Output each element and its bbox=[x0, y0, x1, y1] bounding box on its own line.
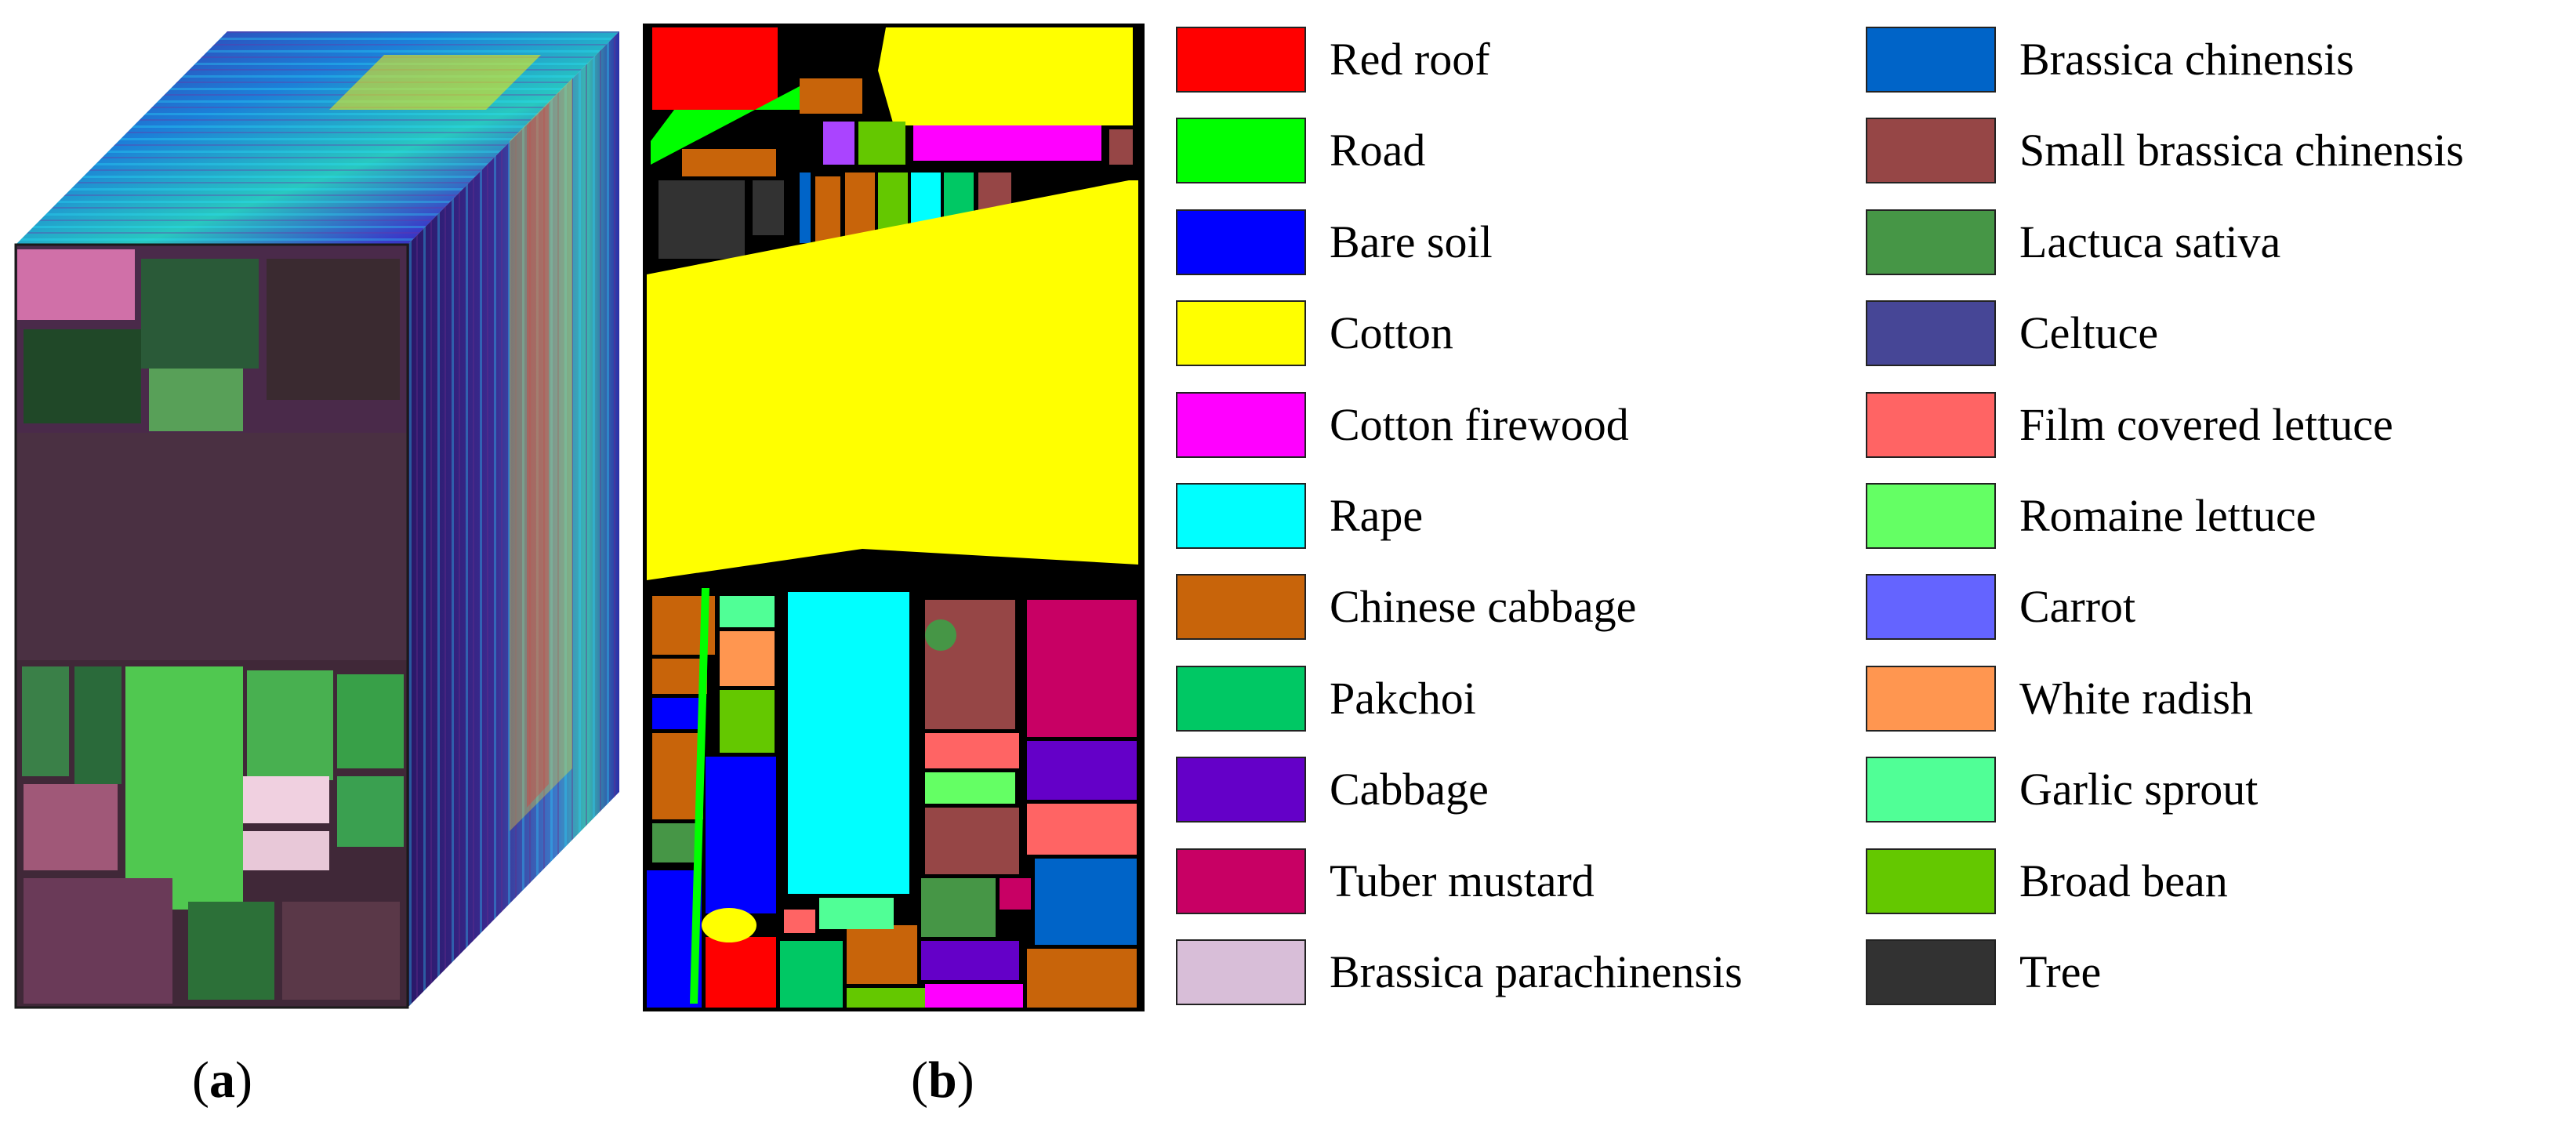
legend-swatch bbox=[1176, 574, 1306, 640]
legend-swatch bbox=[1866, 209, 1996, 275]
legend-label: Bare soil bbox=[1330, 216, 1493, 267]
legend-label: Red roof bbox=[1330, 34, 1490, 85]
cube-front-face bbox=[16, 245, 408, 1008]
legend-swatch bbox=[1176, 757, 1306, 823]
legend-swatch bbox=[1176, 392, 1306, 458]
panel-a-label: (a) bbox=[192, 1051, 252, 1109]
legend-swatch bbox=[1176, 666, 1306, 732]
legend-label: Brassica parachinensis bbox=[1330, 946, 1743, 997]
legend-label: Lactuca sativa bbox=[2019, 216, 2281, 267]
legend-swatch bbox=[1176, 118, 1306, 183]
legend-label: Cotton bbox=[1330, 307, 1453, 358]
legend-label: Carrot bbox=[2019, 581, 2136, 632]
ground-truth-map bbox=[643, 24, 1145, 1011]
legend-swatch bbox=[1176, 209, 1306, 275]
legend-label: Cabbage bbox=[1330, 764, 1489, 815]
region-red-roof bbox=[652, 27, 778, 110]
legend-swatch bbox=[1866, 27, 1996, 93]
legend-swatch bbox=[1866, 483, 1996, 549]
legend-swatch bbox=[1176, 848, 1306, 914]
legend-label: Celtuce bbox=[2019, 307, 2159, 358]
legend-label: Film covered lettuce bbox=[2019, 399, 2393, 450]
legend-swatch bbox=[1176, 27, 1306, 93]
legend-label: Road bbox=[1330, 125, 1426, 176]
legend-swatch bbox=[1866, 666, 1996, 732]
legend-label: Garlic sprout bbox=[2019, 764, 2259, 815]
hyperspectral-cube bbox=[14, 31, 619, 1009]
legend-label: Brassica chinensis bbox=[2019, 34, 2354, 85]
legend-swatch bbox=[1866, 574, 1996, 640]
legend-label: Broad bean bbox=[2019, 855, 2228, 906]
legend-swatch bbox=[1176, 939, 1306, 1005]
legend-swatch bbox=[1866, 300, 1996, 366]
legend-label: Tree bbox=[2019, 946, 2102, 997]
legend-swatch bbox=[1866, 757, 1996, 823]
legend-label: Chinese cabbage bbox=[1330, 581, 1637, 632]
legend-swatch bbox=[1866, 392, 1996, 458]
legend-swatch bbox=[1176, 300, 1306, 366]
legend-label: White radish bbox=[2019, 673, 2253, 724]
legend-label: Cotton firewood bbox=[1330, 399, 1629, 450]
region-cotton bbox=[647, 180, 1138, 580]
legend-swatch bbox=[1866, 939, 1996, 1005]
legend-label: Pakchoi bbox=[1330, 673, 1476, 724]
legend-label: Rape bbox=[1330, 490, 1424, 541]
legend-swatch bbox=[1176, 483, 1306, 549]
legend-label: Tuber mustard bbox=[1330, 855, 1595, 906]
legend-label: Small brassica chinensis bbox=[2019, 125, 2465, 176]
legend-swatch bbox=[1866, 848, 1996, 914]
panel-b-label: (b) bbox=[911, 1051, 974, 1109]
region-rape bbox=[788, 592, 909, 894]
legend-swatch bbox=[1866, 118, 1996, 183]
legend-label: Romaine lettuce bbox=[2019, 490, 2317, 541]
